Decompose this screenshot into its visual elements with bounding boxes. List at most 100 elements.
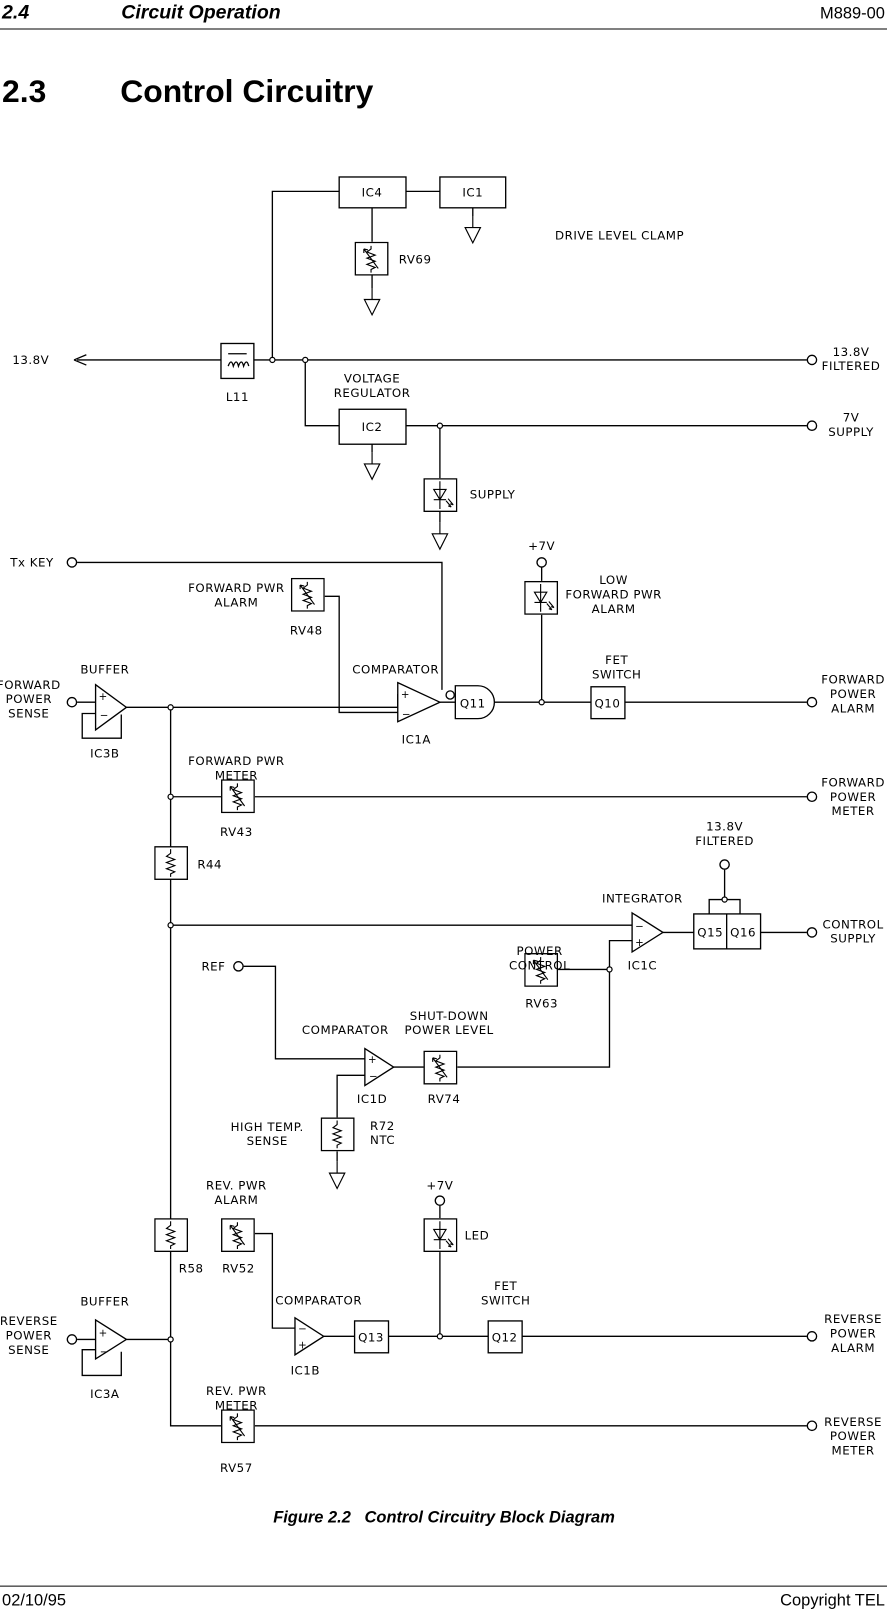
- ic2-label: IC2: [362, 420, 383, 434]
- reverse-power-meter-output-label: POWER: [830, 1429, 876, 1443]
- rv63-label: RV63: [525, 996, 558, 1010]
- footer-copyright: Copyright TEL: [780, 1592, 885, 1610]
- header-section-number: 2.4: [1, 2, 29, 24]
- svg-text:−: −: [402, 709, 411, 721]
- filtered-13-8v-label: FILTERED: [822, 359, 881, 373]
- ic1c-label: IC1C: [628, 958, 658, 972]
- q13-block: [353, 1320, 390, 1354]
- svg-text:+: +: [368, 1054, 377, 1066]
- svg-text:+: +: [99, 1327, 108, 1339]
- forward-power-alarm-output-label: ALARM: [831, 701, 875, 715]
- supply-led-label: SUPPLY: [470, 488, 516, 502]
- 7v-supply-label: 7V: [843, 411, 860, 425]
- low-forward-alarm-label: LOW: [599, 573, 628, 587]
- filtered-13-8v-label: 13.8V: [706, 820, 743, 834]
- forward-power-meter-output-label: POWER: [830, 790, 876, 804]
- rev-pwr-alarm-label: ALARM: [214, 1193, 258, 1207]
- integrator-label: INTEGRATOR: [602, 892, 683, 906]
- reverse-power-sense-label: REVERSE: [0, 1314, 58, 1328]
- section-title: Control Circuitry: [120, 73, 373, 109]
- input-13-8v-label: 13.8V: [12, 353, 49, 367]
- control-circuitry-diagram: +− +− −+ +− −+ +− IC4 IC1 RV69 DRIVE LEV…: [0, 176, 885, 1475]
- forward-power-alarm-output-label: FORWARD: [821, 673, 885, 687]
- header-doc-id: M889-00: [820, 5, 885, 23]
- reverse-power-alarm-output-label: ALARM: [831, 1341, 875, 1355]
- comparator-label: COMPARATOR: [302, 1023, 389, 1037]
- rv43-label: RV43: [220, 825, 253, 839]
- forward-power-sense-label: FORWARD: [0, 678, 61, 692]
- ic1d-label: IC1D: [357, 1092, 387, 1106]
- reverse-power-sense-label: POWER: [6, 1328, 52, 1342]
- r72-label: R72: [370, 1119, 395, 1133]
- ground-icon: [464, 216, 482, 244]
- ic1b-comparator: [294, 1316, 325, 1357]
- ic1-block: [439, 176, 507, 209]
- r72-label: NTC: [370, 1133, 395, 1147]
- r72-thermistor-icon: [320, 1117, 355, 1152]
- reverse-power-alarm-output-label: REVERSE: [824, 1312, 882, 1326]
- r44-resistor-icon: [154, 846, 189, 880]
- rev-alarm-led-icon: [423, 1218, 458, 1253]
- q10-fet: [590, 686, 626, 720]
- forward-power-meter-output-label: METER: [832, 804, 875, 818]
- led-label: LED: [465, 1229, 490, 1243]
- ic1c-integrator: [631, 911, 665, 954]
- comparator-label: COMPARATOR: [352, 662, 439, 676]
- q12-fet: [487, 1320, 523, 1354]
- ic1d-comparator: [364, 1047, 395, 1087]
- rv43-potentiometer-icon: [221, 779, 255, 814]
- ic3b-buffer: [94, 683, 128, 732]
- forward-pwr-meter-label: METER: [215, 768, 258, 782]
- drive-level-clamp-label: DRIVE LEVEL CLAMP: [555, 229, 684, 243]
- plus7v-label: +7V: [528, 539, 555, 553]
- low-forward-alarm-led-icon: [524, 580, 559, 615]
- shutdown-power-level-label: POWER LEVEL: [405, 1023, 494, 1037]
- q10-label: Q10: [595, 696, 621, 710]
- svg-text:−: −: [100, 710, 109, 722]
- svg-text:+: +: [298, 1340, 307, 1352]
- rv48-potentiometer-icon: [290, 577, 325, 612]
- forward-pwr-alarm-label: FORWARD PWR: [188, 581, 285, 595]
- low-forward-alarm-label: ALARM: [592, 602, 636, 616]
- high-temp-sense-label: SENSE: [247, 1134, 288, 1148]
- ref-label: REF: [201, 959, 225, 973]
- ic2-block: [338, 408, 407, 445]
- svg-text:−: −: [369, 1070, 378, 1082]
- ic1-label: IC1: [462, 186, 483, 200]
- ic4-block: [338, 176, 407, 209]
- 7v-supply-label: SUPPLY: [828, 425, 874, 439]
- low-forward-alarm-label: FORWARD PWR: [565, 587, 662, 601]
- fet-switch-label: FET: [494, 1279, 517, 1293]
- svg-text:−: −: [298, 1323, 307, 1335]
- reverse-power-alarm-output-label: POWER: [830, 1326, 876, 1340]
- filtered-13-8v-label: 13.8V: [833, 345, 870, 359]
- r58-resistor-icon: [154, 1218, 189, 1253]
- rv69-potentiometer-icon: [354, 241, 389, 276]
- ic1b-label: IC1B: [291, 1363, 320, 1377]
- forward-pwr-meter-label: FORWARD PWR: [188, 754, 285, 768]
- rev-pwr-meter-label: REV. PWR: [206, 1384, 267, 1398]
- q12-label: Q12: [492, 1330, 518, 1344]
- rv52-label: RV52: [222, 1262, 255, 1276]
- fet-switch-label: SWITCH: [592, 668, 641, 682]
- power-control-label: POWER: [516, 944, 562, 958]
- rv74-label: RV74: [428, 1092, 461, 1106]
- figure-caption: Figure 2.2 Control Circuitry Block Diagr…: [273, 1508, 615, 1526]
- forward-power-meter-output-label: FORWARD: [821, 775, 885, 789]
- q13-label: Q13: [358, 1330, 384, 1344]
- header-title: Circuit Operation: [121, 2, 280, 24]
- rev-pwr-meter-label: METER: [215, 1398, 258, 1412]
- rv57-potentiometer-icon: [221, 1409, 255, 1444]
- r58-label: R58: [179, 1262, 204, 1276]
- rv69-label: RV69: [399, 252, 432, 266]
- ic1a-label: IC1A: [402, 732, 431, 746]
- l11-inductor: [220, 342, 255, 380]
- reverse-power-sense-label: SENSE: [8, 1343, 49, 1357]
- voltage-regulator-label: VOLTAGE: [344, 372, 400, 386]
- q16-label: Q16: [730, 926, 756, 940]
- rv48-label: RV48: [290, 623, 323, 637]
- rev-pwr-alarm-label: REV. PWR: [206, 1178, 267, 1192]
- plus7v-label: +7V: [426, 1178, 453, 1192]
- svg-text:−: −: [100, 1346, 109, 1358]
- shutdown-power-level-label: SHUT-DOWN: [410, 1009, 489, 1023]
